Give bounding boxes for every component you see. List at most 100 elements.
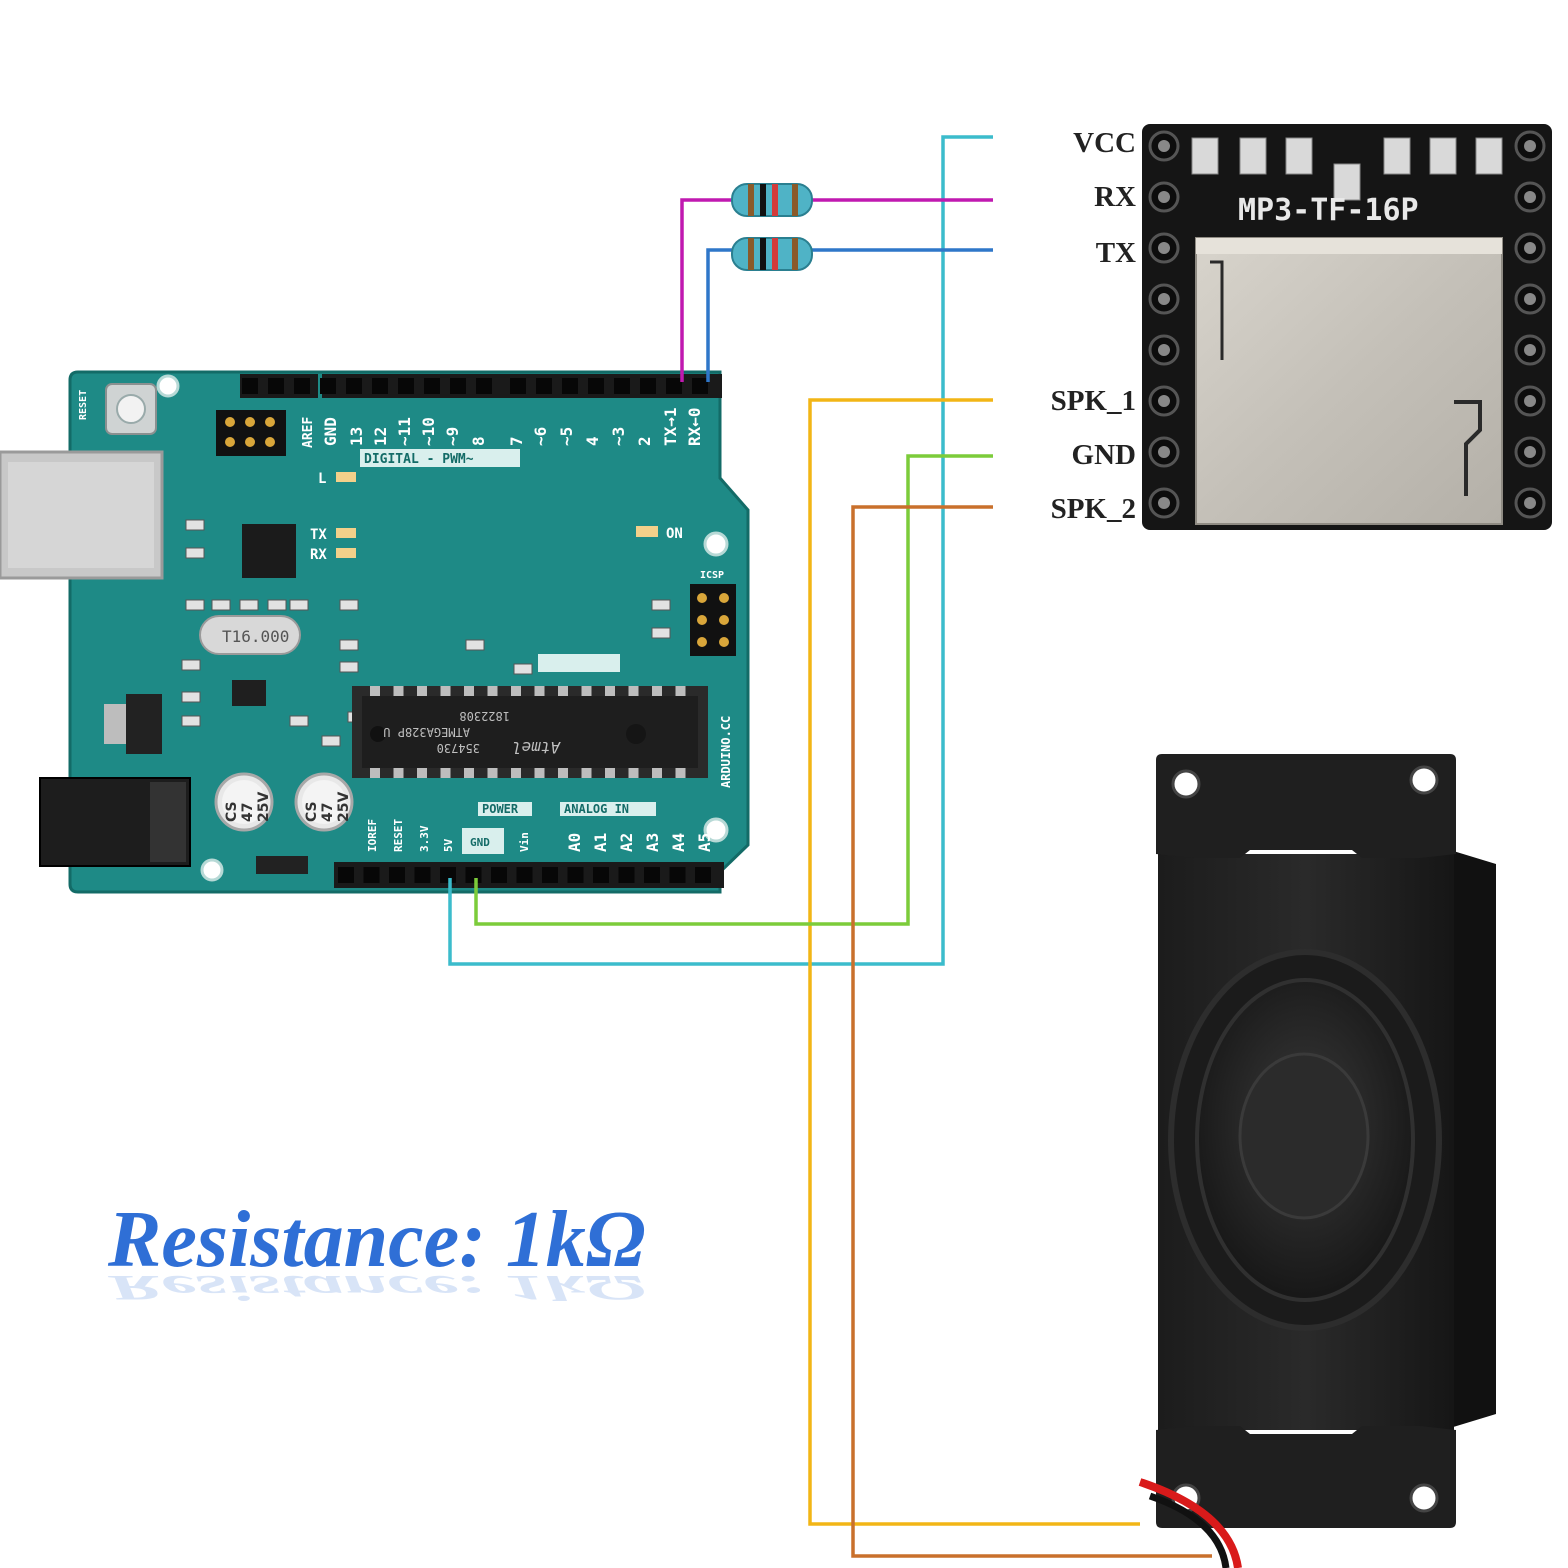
smd-part xyxy=(289,599,309,611)
chip-dimple xyxy=(626,724,646,744)
module-pin-core xyxy=(1524,242,1536,254)
resistor-band xyxy=(748,184,754,216)
header-pin-hole xyxy=(516,867,533,883)
digital-pin-label: ~3 xyxy=(609,427,628,446)
chip-brand: Atmel xyxy=(512,738,561,757)
sd-slot xyxy=(1195,237,1503,525)
digital-pin-label: 8 xyxy=(469,436,488,446)
reset-label: RESET xyxy=(78,390,89,420)
smd-part xyxy=(339,599,359,611)
dc-jack-shade xyxy=(150,782,186,862)
header-pin-hole xyxy=(618,867,635,883)
digital-pin-label: GND xyxy=(321,417,340,446)
smd-part xyxy=(267,599,287,611)
pin-hole xyxy=(697,593,707,603)
resistor-band xyxy=(748,238,754,270)
smd-part xyxy=(185,519,205,531)
chip-leg xyxy=(487,768,498,778)
header-pin-hole xyxy=(338,867,354,883)
wire-gnd xyxy=(474,454,993,926)
module-pin-label-rx: RX xyxy=(1094,181,1136,213)
digital-pin-label: 13 xyxy=(347,427,366,446)
chip-leg xyxy=(605,686,615,696)
module-smd-part xyxy=(1429,137,1457,175)
chip-leg xyxy=(675,686,686,696)
header-pin-hole xyxy=(363,867,380,883)
chip-text-1: ATMEGA328P U xyxy=(383,725,470,739)
module-pin-core xyxy=(1158,191,1170,203)
digital-header-band xyxy=(360,449,520,467)
pin-hole xyxy=(265,437,275,447)
chip-leg xyxy=(558,686,568,696)
resistor-band xyxy=(760,184,766,216)
header-pin-hole xyxy=(372,378,388,394)
chip-leg xyxy=(370,686,380,696)
chip-leg xyxy=(464,686,474,696)
analog-pin-label: A2 xyxy=(617,833,636,852)
module-pin-label-tx: TX xyxy=(1096,237,1136,269)
reset-button-cap[interactable] xyxy=(116,394,146,424)
digital-pin-label: ~11 xyxy=(395,417,414,446)
speaker-flange-top xyxy=(1156,754,1456,858)
resistor-band xyxy=(772,238,778,270)
chip-notch xyxy=(370,726,386,742)
smd-part xyxy=(181,659,201,671)
module-pin-label-gnd: GND xyxy=(1072,439,1136,471)
chip-leg xyxy=(628,686,639,696)
header-pin-hole xyxy=(669,867,686,883)
header-pin-hole xyxy=(614,378,630,394)
wire-tx-arduino xyxy=(706,248,738,382)
mount-hole xyxy=(703,531,729,557)
capacitor-2-top xyxy=(302,780,346,824)
power-pin-label: 5V xyxy=(442,838,455,852)
smd-part xyxy=(465,639,485,651)
header-pin-hole xyxy=(593,867,609,883)
header-pin-hole xyxy=(640,378,656,394)
chip-leg xyxy=(370,768,380,778)
crystal xyxy=(199,615,301,655)
resistor-band xyxy=(792,184,798,216)
speaker-side xyxy=(1450,850,1496,1428)
smd-part xyxy=(651,627,671,639)
header-pin-hole xyxy=(562,378,578,394)
logo-strip xyxy=(538,654,620,672)
module-pin-core xyxy=(1158,293,1170,305)
power-header-label: POWER xyxy=(482,802,519,816)
header-pin-hole xyxy=(346,378,362,394)
sd-latch xyxy=(1454,400,1482,496)
smd-part xyxy=(339,639,359,651)
digital-pin-label: 2 xyxy=(635,436,654,446)
led-l xyxy=(336,472,356,482)
capacitor-1-label-a: CS xyxy=(224,801,240,822)
module-pin-core xyxy=(1524,395,1536,407)
speaker-screw-hole xyxy=(1409,765,1439,795)
chip-leg xyxy=(440,768,451,778)
smd-part xyxy=(651,599,671,611)
smd-part xyxy=(513,663,533,675)
capacitor-2-label-c: 25V xyxy=(336,792,352,822)
speaker-black-lead xyxy=(1148,1492,1230,1568)
digital-pin-label: 4 xyxy=(583,436,602,446)
analog-pin-label: A3 xyxy=(643,833,662,852)
digital-header-label: DIGITAL - PWM~ xyxy=(364,452,474,467)
module-pin-core xyxy=(1524,293,1536,305)
pin-hole xyxy=(245,437,255,447)
diode xyxy=(256,856,308,874)
header-pin-hole xyxy=(440,867,456,883)
wire-spk1 xyxy=(808,398,1140,1526)
led-rx-label: RX xyxy=(310,547,327,563)
header-pin-hole xyxy=(692,378,708,394)
module-title: MP3-TF-16P xyxy=(1238,193,1419,228)
chip-leg xyxy=(417,686,427,696)
smd-part xyxy=(185,599,205,611)
smd-part xyxy=(321,735,341,747)
chip-leg xyxy=(417,768,427,778)
led-rx xyxy=(336,548,356,558)
module-pin-core xyxy=(1158,344,1170,356)
regulator-tab xyxy=(104,704,126,744)
header-pin-hole xyxy=(476,378,492,394)
module-pin-core xyxy=(1158,446,1170,458)
smd-part xyxy=(239,599,259,611)
